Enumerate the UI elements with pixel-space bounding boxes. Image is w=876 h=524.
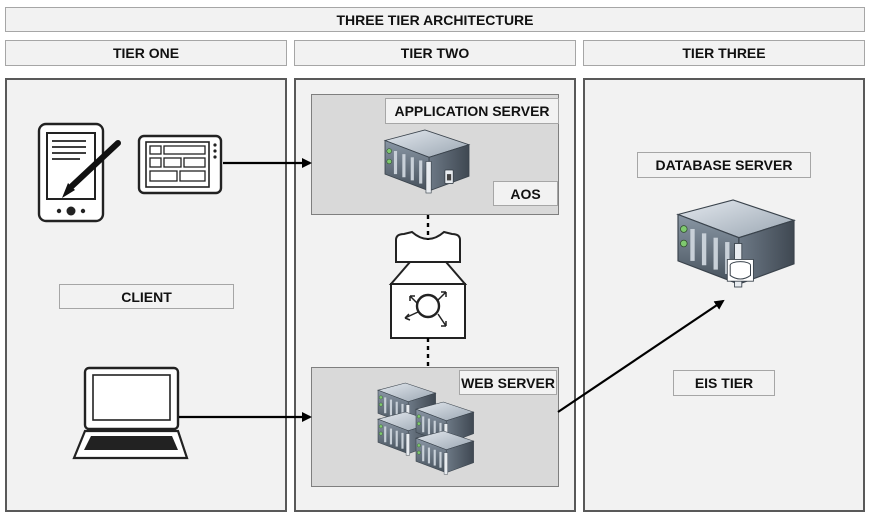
client-label: CLIENT xyxy=(59,284,234,309)
pda-pen-icon xyxy=(37,122,121,223)
diagram-title: THREE TIER ARCHITECTURE xyxy=(5,7,865,32)
tier-one-header: TIER ONE xyxy=(5,40,287,66)
application-server-icon xyxy=(383,128,471,195)
tablet-icon xyxy=(137,134,223,195)
aos-label: AOS xyxy=(493,181,558,206)
laptop-icon xyxy=(72,366,189,460)
tier-three-panel xyxy=(583,78,865,512)
web-server-cluster-icon xyxy=(376,381,475,476)
web-server-to-database-arrow xyxy=(557,299,725,413)
application-server-label: APPLICATION SERVER xyxy=(385,98,559,124)
database-server-icon xyxy=(678,200,794,287)
tier-three-header: TIER THREE xyxy=(583,40,865,66)
database-server-label: DATABASE SERVER xyxy=(637,152,811,178)
eis-tier-label: EIS TIER xyxy=(673,370,775,396)
router-icon xyxy=(388,230,468,339)
tier-two-header: TIER TWO xyxy=(294,40,576,66)
web-server-label: WEB SERVER xyxy=(459,370,557,395)
